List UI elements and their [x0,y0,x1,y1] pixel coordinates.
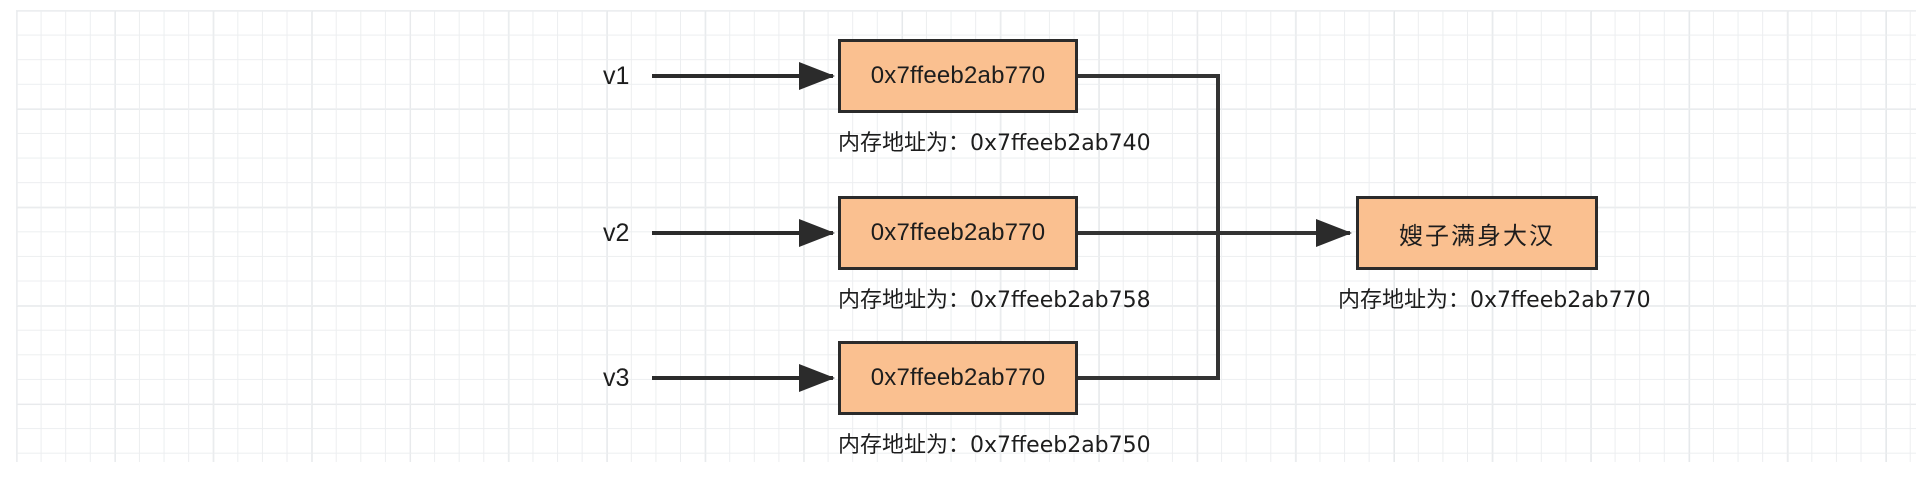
variable-label-v2: v2 [603,219,630,247]
variable-label-v1: v1 [603,62,630,90]
variable-label-v3: v3 [603,364,630,392]
target-object-box[interactable]: 嫂子满身大汉 [1356,196,1598,270]
reference-box-1-caption: 内存地址为：0x7ffeeb2ab740 [838,131,1151,156]
reference-box-2-caption: 内存地址为：0x7ffeeb2ab758 [838,288,1151,313]
connector-box3-to-bus [1078,233,1220,380]
target-object-box-caption: 内存地址为：0x7ffeeb2ab770 [1338,288,1651,313]
reference-box-1[interactable]: 0x7ffeeb2ab770 [838,39,1078,113]
reference-box-3[interactable]: 0x7ffeeb2ab770 [838,341,1078,415]
reference-box-2[interactable]: 0x7ffeeb2ab770 [838,196,1078,270]
connector-box1-to-bus [1078,74,1220,233]
reference-box-3-caption: 内存地址为：0x7ffeeb2ab750 [838,433,1151,458]
